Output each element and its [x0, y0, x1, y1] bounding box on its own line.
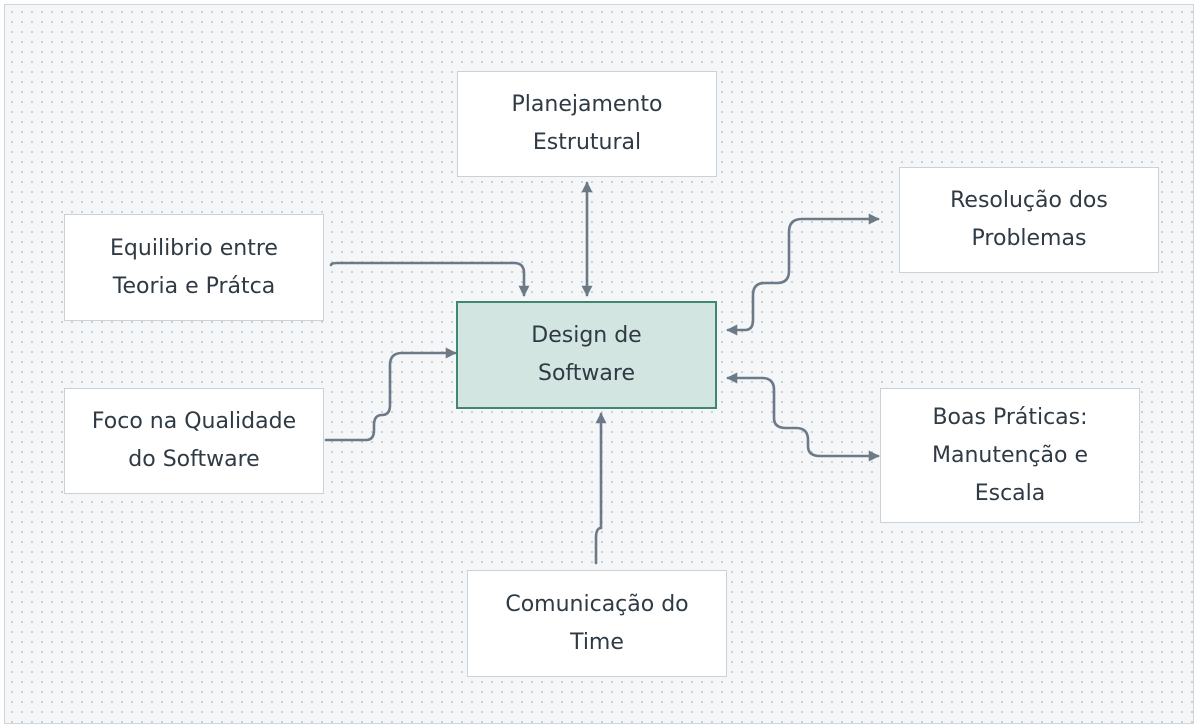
node-foco-qualidade[interactable]: Foco na Qualidade do Software — [64, 388, 324, 494]
node-planejamento-estrutural[interactable]: Planejamento Estrutural — [457, 71, 717, 177]
connector-design-resolucao — [726, 213, 880, 336]
connector-foco-design — [324, 347, 457, 442]
node-boas-praticas[interactable]: Boas Práticas: Manutenção e Escala — [880, 388, 1140, 523]
connector-equilibrio-design — [329, 261, 530, 297]
connector-design-boas-praticas — [726, 372, 880, 462]
node-comunicacao-time[interactable]: Comunicação do Time — [467, 570, 727, 677]
node-resolucao-problemas[interactable]: Resolução dos Problemas — [899, 167, 1159, 273]
node-design-de-software[interactable]: Design de Software — [456, 301, 717, 409]
connector-comunicacao-design — [594, 412, 607, 565]
node-equilibrio-teoria-pratica[interactable]: Equilibrio entre Teoria e Prátca — [64, 214, 324, 321]
